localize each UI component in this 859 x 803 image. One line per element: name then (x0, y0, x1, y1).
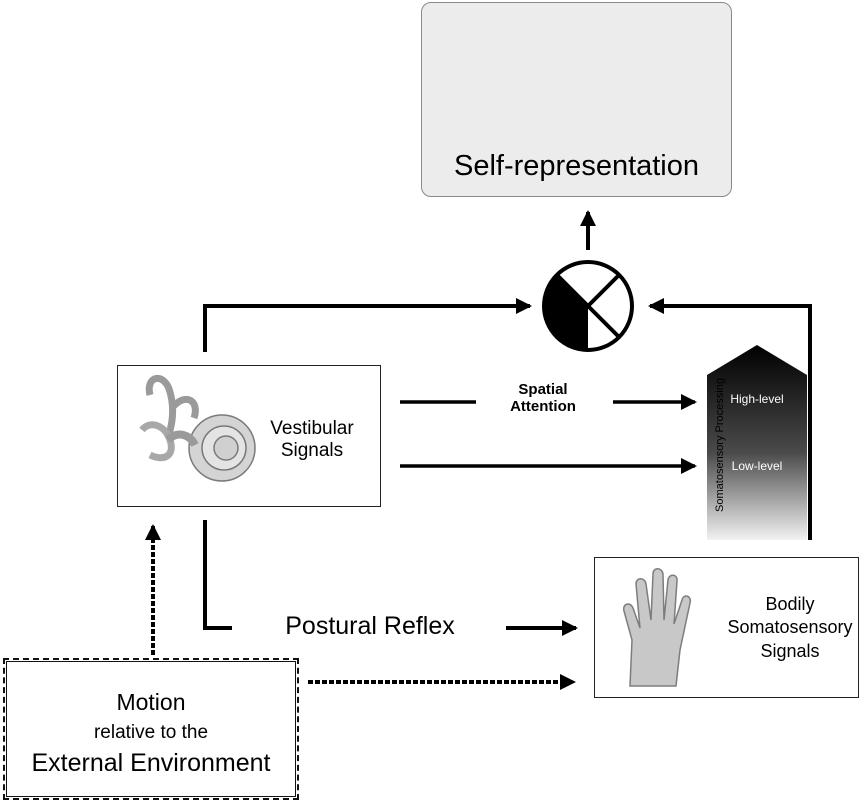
motion-box (3, 658, 299, 800)
somatosensory-processing-title: Somatosensory Processing (714, 378, 726, 512)
low-level-label: Low-level (731, 459, 783, 473)
vestibular-line-1: Vestibular (270, 418, 354, 439)
motion-line-1: Motion (116, 689, 186, 715)
bodily-line-2: Somatosensory (727, 617, 853, 638)
hand-icon (622, 568, 692, 687)
high-level-label: High-level (730, 392, 784, 406)
postural-reflex-label: Postural Reflex (285, 612, 455, 640)
spatial-attention-line-1: Spatial (518, 381, 568, 398)
vestibular-signals-box (117, 365, 381, 507)
motion-line-3: External Environment (31, 749, 271, 777)
bodily-line-1: Bodily (765, 594, 815, 614)
vestibular-to-integration-arrow (203, 298, 532, 352)
spatial-attention-label: Spatial Attention (480, 381, 606, 416)
bodily-somatosensory-label: Bodily Somatosensory Signals (720, 593, 859, 663)
vestibular-to-postural-reflex-line (203, 520, 232, 630)
spatial-attention-line-2: Attention (510, 398, 576, 416)
self-representation-label: Self-representation (453, 150, 700, 182)
inner-ear-icon (139, 375, 256, 482)
vestibular-line-2: Signals (280, 439, 344, 461)
somatosensory-to-integration-arrow (648, 298, 812, 540)
somatosensory-processing-column (707, 345, 807, 540)
vestibular-signals-label: Vestibular Signals (252, 418, 372, 462)
self-representation-box (421, 2, 732, 197)
integration-node-icon (542, 260, 634, 352)
bodily-line-3: Signals (760, 640, 820, 661)
motion-line-2: relative to the (93, 722, 209, 743)
